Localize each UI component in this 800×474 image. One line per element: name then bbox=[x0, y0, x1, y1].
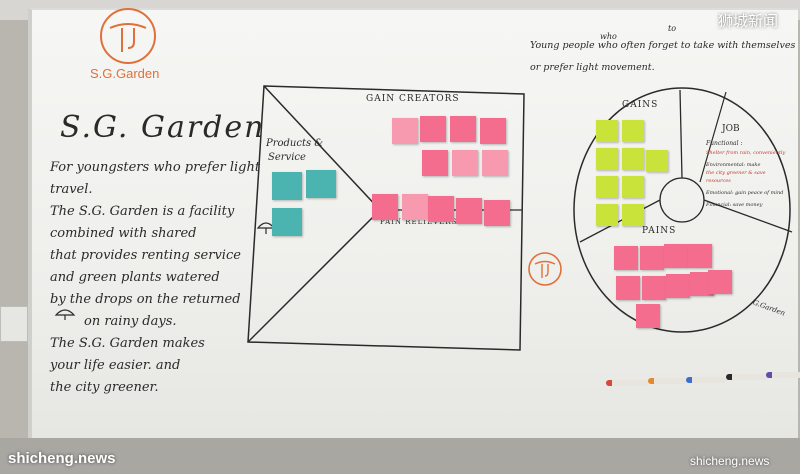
left-title: S.G. Garden bbox=[60, 110, 266, 145]
sticky-note-pink bbox=[420, 116, 446, 142]
sticky-note-pink bbox=[372, 194, 398, 220]
watermark-bottom-left: shicheng.news bbox=[8, 450, 116, 467]
sticky-note-green bbox=[596, 148, 618, 170]
sticky-note-pink bbox=[666, 274, 690, 298]
marker bbox=[648, 378, 686, 384]
desc-line: The S.G. Garden is a facility bbox=[50, 204, 235, 219]
sticky-note-green bbox=[596, 204, 618, 226]
job-line: Environmental: make bbox=[706, 162, 761, 168]
products-label: Products & bbox=[266, 138, 324, 149]
gains-label: GAINS bbox=[622, 100, 659, 110]
gain-creators-label: GAIN CREATORS bbox=[366, 94, 460, 104]
marker bbox=[766, 372, 800, 378]
sticky-note-green bbox=[622, 120, 644, 142]
marker bbox=[726, 374, 768, 380]
customer-note-line1: Young people who often forget to take wi… bbox=[530, 40, 796, 51]
sticky-note-teal bbox=[272, 208, 302, 236]
sticky-note-pink bbox=[640, 246, 664, 270]
customer-note-line2: or prefer light movement. bbox=[530, 62, 655, 73]
marker bbox=[686, 377, 726, 383]
sticky-note-pink bbox=[428, 196, 454, 222]
marker bbox=[606, 380, 648, 386]
desc-line: the city greener. bbox=[50, 380, 159, 395]
sticky-note-pink bbox=[616, 276, 640, 300]
sticky-note-pink bbox=[480, 118, 506, 144]
logo-icon bbox=[100, 8, 156, 64]
sticky-note-pink bbox=[688, 244, 712, 268]
desc-line: on rainy days. bbox=[84, 314, 177, 329]
watermark-bottom-right: shicheng.news bbox=[690, 454, 770, 468]
sticky-note-green bbox=[622, 204, 644, 226]
sticky-note-pink bbox=[422, 150, 448, 176]
sticky-note-green bbox=[622, 148, 644, 170]
customer-profile-circle bbox=[573, 87, 793, 333]
sticky-note-teal bbox=[306, 170, 336, 198]
watermark-top-right: 狮城新闻 bbox=[718, 13, 779, 30]
service-label: Service bbox=[268, 152, 306, 163]
sticky-note-green bbox=[622, 176, 644, 198]
sticky-note-pink bbox=[614, 246, 638, 270]
sticky-note-pink bbox=[392, 118, 418, 144]
sticky-note-green bbox=[646, 150, 668, 172]
job-line: resources bbox=[706, 178, 731, 184]
desc-line: by the drops on the returned bbox=[50, 292, 241, 307]
sticky-note-pink bbox=[642, 276, 666, 300]
small-logo-icon bbox=[528, 252, 562, 286]
desc-line: your life easier. and bbox=[50, 358, 181, 373]
sticky-note-pink bbox=[484, 200, 510, 226]
job-line: Emotional: gain peace of mind bbox=[706, 190, 784, 196]
desc-line: travel. bbox=[50, 182, 93, 197]
sticky-note-pink bbox=[452, 150, 478, 176]
job-line: Financial: save money bbox=[706, 202, 763, 208]
sticky-note-green bbox=[596, 120, 618, 142]
umbrella-doodle-icon bbox=[54, 309, 76, 320]
job-label: JOB bbox=[722, 124, 740, 134]
sticky-note-pink bbox=[456, 198, 482, 224]
sticky-note-teal bbox=[272, 172, 302, 200]
desc-line: For youngsters who prefer light bbox=[50, 160, 261, 175]
job-line: Functional : bbox=[706, 140, 743, 147]
marker-tray bbox=[0, 438, 800, 474]
pains-label: PAINS bbox=[642, 226, 677, 236]
customer-note-to: to bbox=[668, 24, 677, 33]
sticky-note-pink bbox=[402, 194, 428, 220]
sticky-note-green bbox=[596, 176, 618, 198]
desc-line: combined with shared bbox=[50, 226, 197, 241]
pain-relievers-label: PAIN RELIEVERS bbox=[380, 218, 458, 226]
sticky-note-pink bbox=[664, 244, 688, 268]
job-line: Shelter from rain, conveniently bbox=[706, 150, 786, 156]
desc-line: that provides renting service bbox=[50, 248, 241, 263]
sticky-note-pink bbox=[482, 150, 508, 176]
logo-caption: S.G.Garden bbox=[90, 66, 160, 81]
whiteboard bbox=[28, 8, 798, 438]
desc-line: The S.G. Garden makes bbox=[50, 336, 205, 351]
desc-line: and green plants watered bbox=[50, 270, 220, 285]
job-line: the city greener & save bbox=[706, 170, 766, 176]
wall-switch bbox=[0, 306, 28, 342]
sticky-note-pink bbox=[708, 270, 732, 294]
customer-note-who: who bbox=[600, 32, 617, 41]
sticky-note-pink bbox=[636, 304, 660, 328]
sticky-note-pink bbox=[450, 116, 476, 142]
